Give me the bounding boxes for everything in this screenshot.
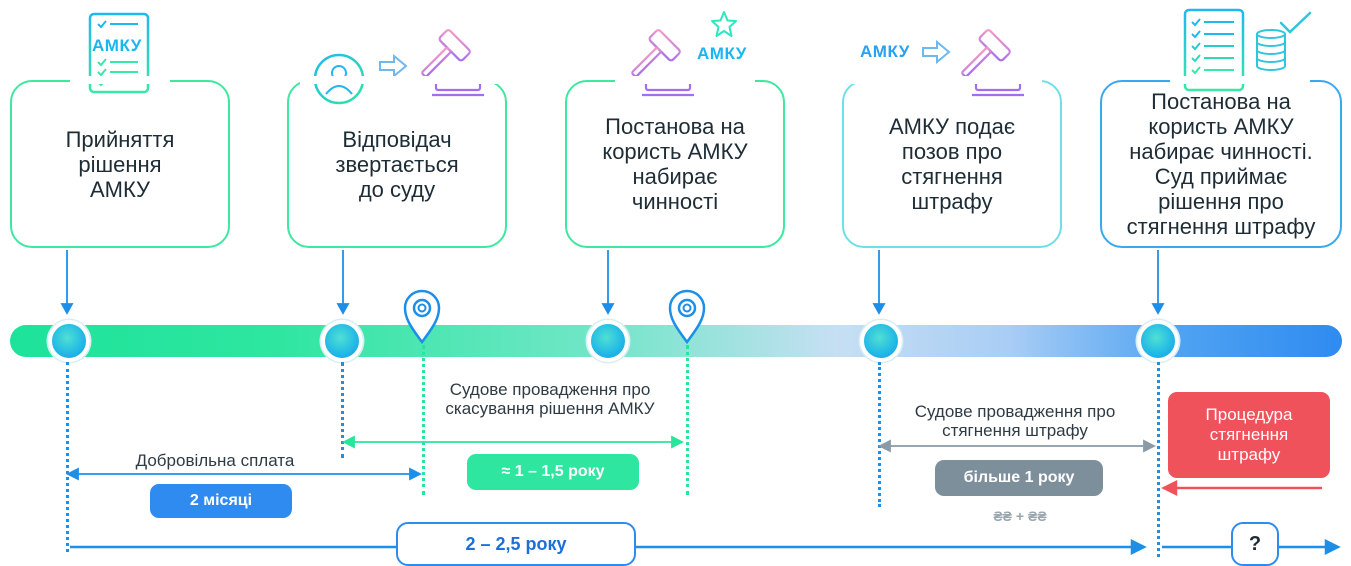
coins-icon	[1254, 28, 1288, 76]
location-pin-icon	[402, 288, 442, 345]
timeline-node	[1137, 320, 1179, 362]
stage-text: АМКУ подає позов про стягнення штрафу	[888, 114, 1016, 214]
location-pin-icon	[667, 288, 707, 345]
voluntary-duration: 2 місяці	[150, 484, 292, 518]
checkmark-icon	[1278, 10, 1314, 36]
stage-text: Постанова на користь АМКУ набирає чиннос…	[602, 114, 748, 214]
collection-duration: більше 1 року	[935, 460, 1103, 496]
enforcement-label: Процедура стягнення штрафу	[1168, 392, 1330, 478]
stage-text: Прийняття рішення АМКУ	[65, 126, 175, 202]
appeal-label: Судове провадження про скасування рішенн…	[445, 380, 655, 418]
stage-card-1: Прийняття рішення АМКУ	[10, 80, 230, 248]
timeline-node	[48, 320, 90, 362]
timeline-node	[587, 320, 629, 362]
star-icon	[710, 10, 738, 38]
arrow-right-icon	[378, 53, 408, 79]
collection-label: Судове провадження про стягнення штрафу	[914, 402, 1116, 440]
amku-arrow-label: АМКУ	[860, 42, 910, 61]
stage-text: Постанова на користь АМКУ набирає чиннос…	[1126, 89, 1316, 239]
timeline-node	[860, 320, 902, 362]
collection-cost: ₴₴ + ₴₴	[993, 508, 1047, 524]
amku-doc-label: АМКУ	[92, 36, 142, 55]
voluntary-label: Добровільна сплата	[135, 451, 295, 470]
gavel-icon	[416, 18, 486, 100]
arrow-right-icon	[921, 39, 951, 65]
timeline-bar	[10, 325, 1342, 357]
amku-star-label: АМКУ	[697, 44, 747, 63]
total-duration: 2 – 2,5 року	[396, 522, 636, 566]
gavel-icon	[956, 18, 1026, 100]
unknown-duration: ?	[1231, 522, 1279, 566]
stage-card-3: Постанова на користь АМКУ набирає чиннос…	[565, 80, 785, 248]
document-checklist-icon	[1183, 8, 1245, 92]
timeline-node	[321, 320, 363, 362]
appeal-duration: ≈ 1 – 1,5 року	[467, 454, 639, 490]
stage-text: Відповідач звертається до суду	[335, 126, 459, 202]
